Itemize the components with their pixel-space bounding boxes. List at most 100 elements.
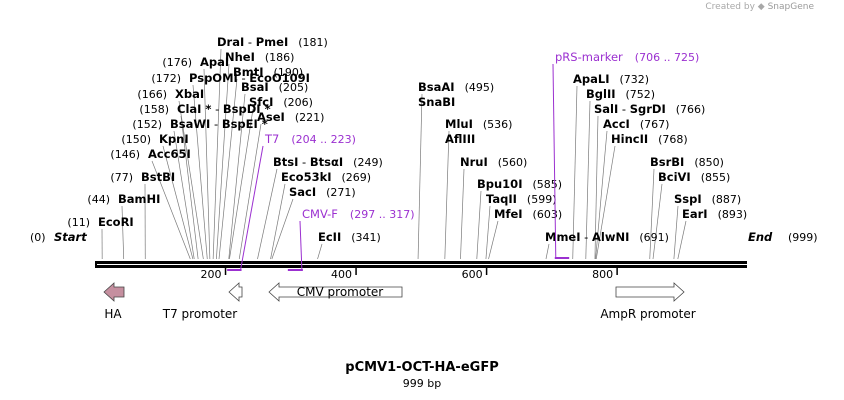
site-taqii[interactable]: TaqII(599) (486, 192, 557, 206)
site-mlui[interactable]: MluI(536) (445, 117, 512, 131)
site-name: SfcI(206) (249, 95, 313, 109)
site-name: BsaWI (170, 117, 210, 131)
site-snabi[interactable]: SnaBI (418, 95, 455, 109)
site-position: (181) (298, 36, 328, 49)
site-leader (476, 190, 482, 260)
site-saci[interactable]: SacI(271) (289, 185, 356, 199)
site-position: (249) (353, 156, 383, 169)
site-extra-name: PmeI (256, 35, 289, 49)
site-leader (212, 48, 222, 260)
site-leader (673, 205, 679, 260)
site-bpu10i[interactable]: Bpu10I(585) (477, 177, 562, 191)
feature-t7-promoter[interactable]: T7 promoter (162, 282, 243, 321)
primer-label: pRS-marker(706 .. 725) (555, 50, 699, 64)
site-name: BtsI - BtsαI(249) (273, 155, 383, 169)
feature-label: AmpR promoter (600, 307, 695, 321)
site-extra-name: BspDI * (223, 102, 271, 116)
site-afliii[interactable]: AflIII (445, 132, 475, 146)
sequence-end: End(999) (748, 230, 818, 244)
site-bcivi[interactable]: BciVI(855) (658, 170, 730, 184)
feature-label: T7 promoter (162, 307, 238, 321)
site-position: (152) (132, 118, 162, 131)
site-sspi[interactable]: SspI (887) (674, 192, 741, 206)
site-eari[interactable]: EarI(893) (682, 207, 747, 221)
site-name: KpnI (159, 132, 189, 146)
site-mfei[interactable]: MfeI(603) (494, 207, 562, 221)
site-name: XbaI (175, 87, 204, 101)
site-extra-name: BtsαI (310, 155, 343, 169)
site-acc65i[interactable]: Acc65I(146) (110, 147, 190, 161)
site-bstbi[interactable]: BstBI(77) (110, 170, 175, 184)
site-name-text: NruI (460, 155, 488, 169)
site-hincii[interactable]: HincII(768) (611, 132, 688, 146)
site-apali[interactable]: ApaLI(732) (573, 72, 649, 86)
site-pspomi[interactable]: PspOMI - EcoO109I(172) (151, 71, 310, 85)
site-nrui[interactable]: NruI(560) (460, 155, 527, 169)
site-btsi[interactable]: BtsI - BtsαI(249) (273, 155, 383, 169)
primer-prs-marker[interactable]: pRS-marker(706 .. 725) (552, 50, 699, 259)
site-leader (545, 243, 550, 260)
site-name-text: AseI (257, 110, 285, 124)
site-bamhi[interactable]: BamHI(44) (87, 192, 160, 206)
site-name: BciVI(855) (658, 170, 730, 184)
site-extra-name: BspEI * (222, 117, 268, 131)
site-acci[interactable]: AccI(767) (603, 117, 669, 131)
site-ecori[interactable]: EcoRI(11) (67, 215, 133, 229)
primer-binding-bar (554, 257, 570, 259)
site-drai[interactable]: DraI - PmeI(181) (217, 35, 328, 49)
primer-annotations: T7 (204 .. 223) CMV-F(297 .. 317) pRS-marke… (227, 50, 699, 271)
site-kpni[interactable]: KpnI(150) (121, 132, 188, 146)
feature-cmv-promoter[interactable]: CMV promoter (268, 282, 403, 302)
primer-t7[interactable]: T7 (204 .. 223) (227, 132, 356, 271)
site-name: DraI - PmeI(181) (217, 35, 328, 49)
site-position: (691) (639, 231, 669, 244)
site-leader (444, 130, 450, 260)
primer-range: (706 .. 725) (635, 51, 700, 64)
site-position: (206) (283, 96, 313, 109)
site-name: BamHI (118, 192, 160, 206)
credit-prefix: Created by (705, 2, 755, 12)
site-name: EcoRI (98, 215, 134, 229)
site-xbai[interactable]: XbaI (166) (137, 87, 204, 101)
site-sfci[interactable]: SfcI(206) (249, 95, 313, 109)
site-position: (158) (139, 103, 169, 116)
site-position: (221) (295, 111, 325, 124)
site-bsawi[interactable]: BsaWI - BspEI *(152) (132, 117, 267, 131)
site-eco53ki[interactable]: Eco53kI(269) (281, 170, 371, 184)
site-name: EarI(893) (682, 207, 747, 221)
site-name-text: SspI (674, 192, 702, 206)
site-separator: - (298, 155, 309, 169)
site-name-text: BciVI (658, 170, 691, 184)
site-bglii[interactable]: BglII(752) (586, 87, 655, 101)
site-bsai[interactable]: BsaI(205) (241, 80, 308, 94)
site-bsaai[interactable]: BsaAI(495) (418, 80, 494, 94)
feature-ampr-promoter[interactable]: AmpR promoter (600, 282, 696, 321)
primer-name: T7 (264, 132, 279, 146)
site-sali[interactable]: SalI - SgrDI(766) (594, 102, 705, 116)
primer-cmv-f[interactable]: CMV-F(297 .. 317) (287, 207, 415, 271)
site-ecii[interactable]: EcII(341) (318, 230, 381, 244)
site-separator: - (244, 35, 255, 49)
site-position: (887) (712, 193, 742, 206)
site-bsrbi[interactable]: BsrBI(850) (650, 155, 724, 169)
site-clai[interactable]: ClaI * - BspDI *(158) (139, 102, 270, 116)
site-name: BsrBI(850) (650, 155, 724, 169)
site-nhei[interactable]: NheI(186) (225, 50, 294, 64)
site-mmei[interactable]: MmeI - AlwNI(691) (545, 230, 669, 244)
feature-ha[interactable]: HA (103, 282, 125, 321)
site-leader (228, 93, 246, 260)
site-position: (166) (137, 88, 167, 101)
primer-range: (204 .. 223) (291, 133, 356, 146)
site-name: MmeI - AlwNI(691) (545, 230, 669, 244)
site-name: PspOMI (189, 71, 238, 85)
site-apai[interactable]: ApaI(176) (162, 55, 229, 69)
site-name-text: BsrBI (650, 155, 684, 169)
feature-arrow (268, 282, 403, 302)
site-bmti[interactable]: BmtI(190) (233, 65, 303, 79)
site-name: AccI(767) (603, 117, 669, 131)
site-asei[interactable]: AseI (221) (257, 110, 324, 124)
site-name: NruI(560) (460, 155, 527, 169)
primer-label: CMV-F(297 .. 317) (302, 207, 414, 221)
site-position: (341) (351, 231, 381, 244)
